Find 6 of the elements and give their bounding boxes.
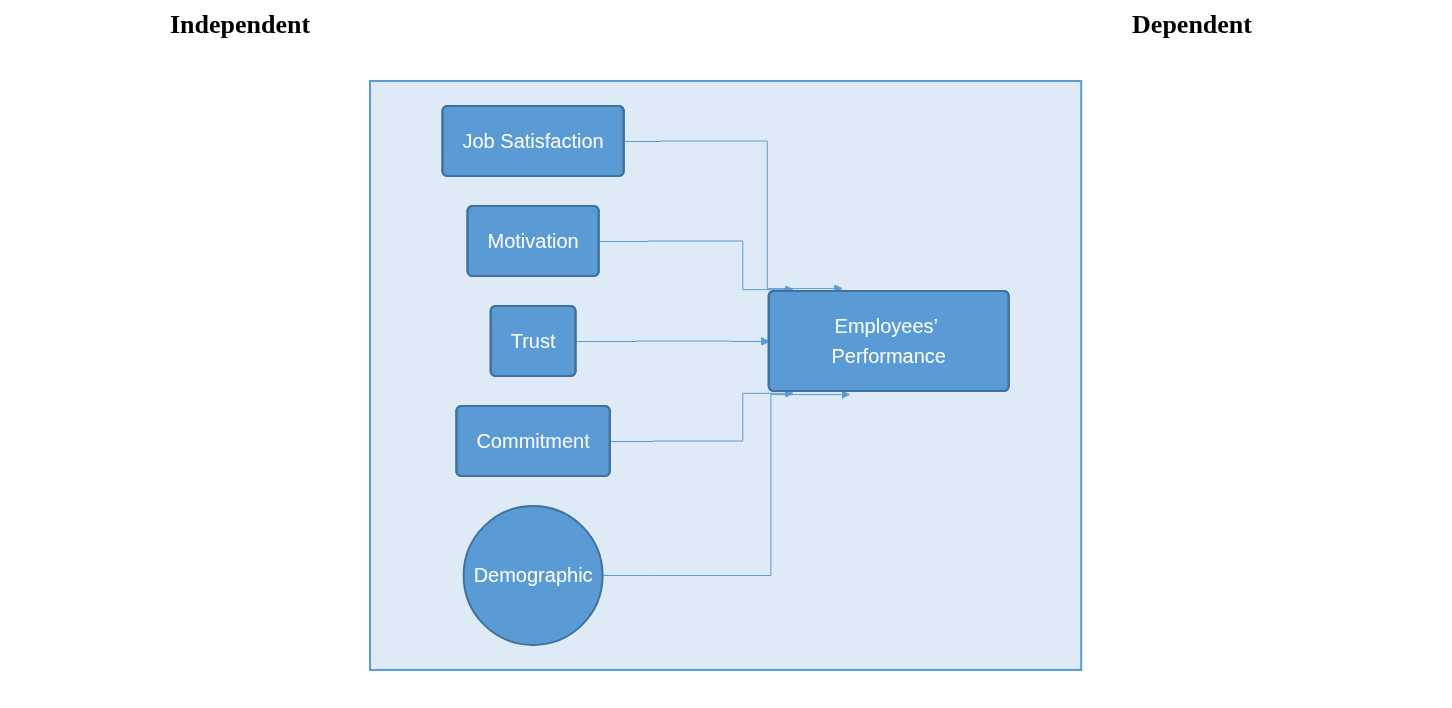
arrow: [575, 336, 770, 346]
cluster: [369, 79, 1083, 671]
column-heading: Dependent: [1132, 10, 1252, 41]
node-circle: Demographic: [463, 504, 604, 646]
column-heading: Independent: [170, 10, 311, 41]
arrow: [602, 389, 851, 576]
